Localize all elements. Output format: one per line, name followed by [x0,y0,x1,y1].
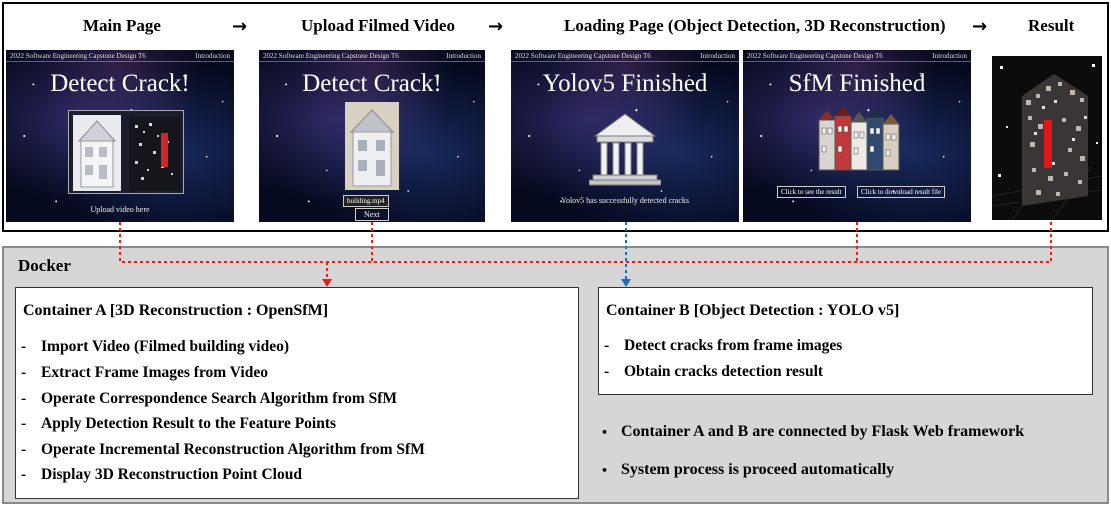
see-result-button[interactable]: Click to see the result [777,186,846,198]
preview-frame [68,110,184,194]
townhouses-icon [817,106,901,177]
screen-header: 2022 Software Engineering Capstone Desig… [511,50,739,62]
screen-header: 2022 Software Engineering Capstone Desig… [743,50,971,62]
screen-caption: Upload video here [90,205,150,214]
building-icon [588,110,662,191]
upload-page-screenshot: 2022 Software Engineering Capstone Desig… [259,50,485,222]
red-connector [119,222,1052,280]
container-b-box [598,287,1093,395]
container-a-item: -Operate Incremental Reconstruction Algo… [21,441,425,458]
blue-arrowhead-icon [621,279,631,287]
next-button[interactable]: Next [355,208,389,221]
docker-title: Docker [18,256,71,275]
step-label-main: Main Page [83,16,161,35]
screen-header-title: 2022 Software Engineering Capstone Desig… [515,52,651,60]
container-a-item: -Import Video (Filmed building video) [21,338,290,355]
note-item: •System process is proceed automatically [601,461,895,478]
container-a-item: -Operate Correspondence Search Algorithm… [21,390,398,407]
file-name-field[interactable]: building.mp4 [343,195,389,207]
screen-caption: Yolov5 has successfully detected cracks [560,196,690,205]
yolo-finished-screenshot: 2022 Software Engineering Capstone Desig… [511,50,739,222]
screen-title: Detect Crack! [302,70,442,97]
screen-title: SfM Finished [788,70,926,97]
house-model-image [73,115,181,191]
container-a-box [15,287,579,499]
screen-header: 2022 Software Engineering Capstone Desig… [6,50,234,62]
container-a-item: -Display 3D Reconstruction Point Cloud [21,466,302,483]
arrow-icon: → [488,16,504,37]
screen-header: 2022 Software Engineering Capstone Desig… [259,50,485,62]
screen-header-intro: Introduction [195,52,230,60]
container-b-item: -Obtain cracks detection result [604,363,824,380]
screen-title: Yolov5 Finished [542,70,708,97]
point-cloud-result-image [992,56,1102,220]
step-label-loading: Loading Page (Object Detection, 3D Recon… [564,16,946,35]
step-label-upload: Upload Filmed Video [301,16,455,35]
screen-header-title: 2022 Software Engineering Capstone Desig… [10,52,146,60]
download-result-button[interactable]: Click to download result file [857,186,946,198]
screen-header-intro: Introduction [932,52,967,60]
container-b-item: -Detect cracks from frame images [604,337,843,354]
screen-header-intro: Introduction [700,52,735,60]
sfm-finished-screenshot: 2022 Software Engineering Capstone Desig… [743,50,971,222]
arrow-icon: → [972,16,988,37]
red-arrowhead-icon [322,279,332,287]
screen-header-title: 2022 Software Engineering Capstone Desig… [747,52,883,60]
note-item: •Container A and B are connected by Flas… [601,423,1025,440]
uploaded-video-thumbnail [345,102,399,190]
screen-header-title: 2022 Software Engineering Capstone Desig… [263,52,399,60]
step-label-result: Result [1028,16,1075,35]
container-b-title: Container B [Object Detection : YOLO v5] [606,302,900,319]
arrow-icon: → [232,16,248,37]
main-page-screenshot: 2022 Software Engineering Capstone Desig… [6,50,234,222]
container-a-item: -Extract Frame Images from Video [21,364,268,381]
screen-header-intro: Introduction [446,52,481,60]
container-a-title: Container A [3D Reconstruction : OpenSfM… [23,302,329,319]
container-a-item: -Apply Detection Result to the Feature P… [21,415,337,432]
screen-title: Detect Crack! [50,70,190,97]
